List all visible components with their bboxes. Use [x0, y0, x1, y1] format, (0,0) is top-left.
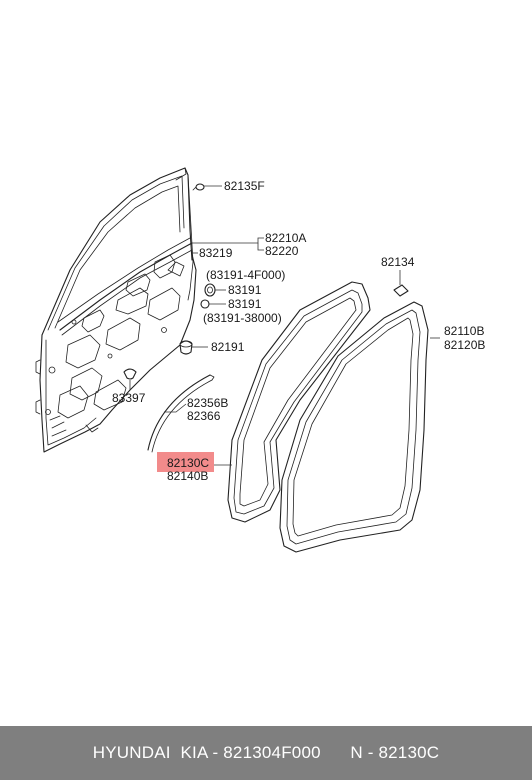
clip-83191-upper — [204, 283, 216, 297]
label-83191-upper: 83191 — [228, 283, 262, 297]
label-83191-38000: (83191-38000) — [203, 311, 282, 325]
parts-diagram: 82135F 82210A 82220 83219 (83191-4F000) … — [35, 167, 485, 553]
leader-lines — [129, 185, 440, 466]
label-82356B: 82356B — [187, 396, 228, 410]
label-83191-lower: 83191 — [228, 297, 262, 311]
label-83219: 83219 — [199, 246, 233, 260]
label-82130C: 82130C — [167, 456, 209, 470]
weatherstrip-82110B — [279, 301, 429, 553]
plug-83397 — [123, 368, 137, 380]
weatherstrip-82130C — [227, 281, 371, 523]
label-82210A: 82210A — [265, 231, 306, 245]
highlight-box — [157, 452, 214, 472]
label-82366: 82366 — [187, 409, 221, 423]
label-82220: 82220 — [265, 244, 299, 258]
label-83191-4F000: (83191-4F000) — [206, 268, 285, 282]
footer-code: N - 82130C — [350, 743, 440, 762]
label-82110B: 82110B — [444, 324, 484, 338]
label-82120B: 82120B — [444, 338, 485, 352]
footer-bar: HYUNDAI KIA - 821304F000 N - 82130C — [0, 726, 532, 780]
clip-83191-lower — [200, 299, 210, 309]
label-82135F: 82135F — [224, 179, 265, 193]
label-83397: 83397 — [112, 391, 146, 405]
plug-82191 — [179, 340, 193, 355]
label-82134: 82134 — [381, 255, 415, 269]
clip-82134 — [393, 284, 409, 297]
footer-gap — [321, 743, 351, 763]
label-82140B: 82140B — [167, 469, 208, 483]
door-panel-drawing — [35, 167, 197, 453]
footer-brand: HYUNDAI KIA - 821304F000 — [92, 743, 321, 762]
label-82191: 82191 — [211, 340, 245, 354]
clip-82135F — [192, 183, 205, 191]
weatherstrip-82356B — [147, 374, 215, 453]
